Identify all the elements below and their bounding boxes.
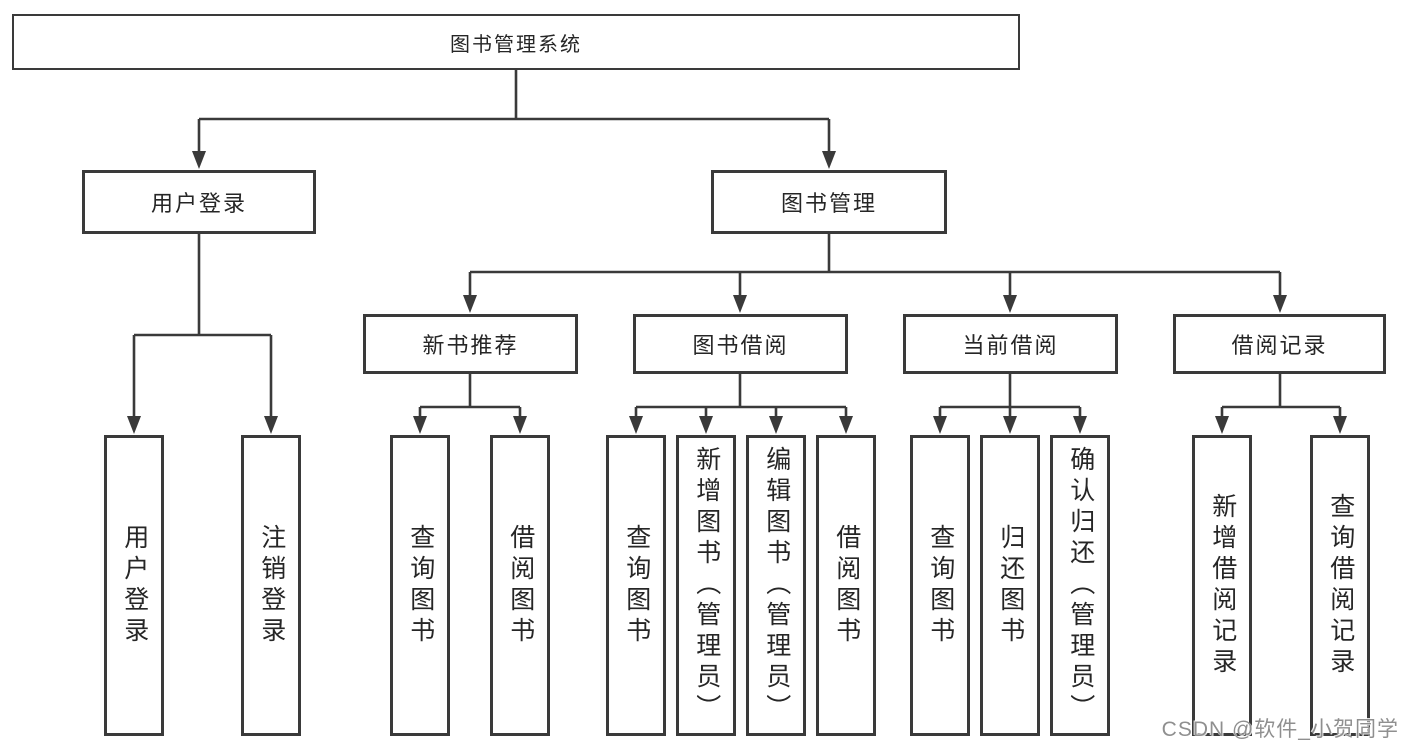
arrowhead-icon bbox=[822, 151, 836, 169]
arrowhead-icon bbox=[629, 416, 643, 434]
node-user-login: 用户登录 bbox=[82, 170, 316, 234]
leaf-borrow-books-borrowing: 借阅图书 bbox=[816, 435, 876, 736]
arrowhead-icon bbox=[1003, 416, 1017, 434]
connector-edge bbox=[940, 374, 1080, 409]
arrowhead-icon bbox=[1333, 416, 1347, 434]
leaf-user-login-label: 用户登录 bbox=[120, 523, 149, 648]
leaf-logout-login-label: 注销登录 bbox=[257, 523, 286, 648]
arrowhead-icon bbox=[933, 416, 947, 434]
node-book-management: 图书管理 bbox=[711, 170, 947, 234]
connector-edge bbox=[199, 70, 829, 121]
leaf-add-books-admin-label: 新增图书（管理员） bbox=[692, 446, 721, 725]
arrowhead-icon bbox=[769, 416, 783, 434]
connector-edge bbox=[1222, 374, 1340, 409]
leaf-query-borrow-record-label: 查询借阅记录 bbox=[1326, 492, 1355, 679]
leaf-return-books: 归还图书 bbox=[980, 435, 1040, 736]
connector-edge bbox=[636, 374, 846, 409]
leaf-confirm-return-admin-label: 确认归还（管理员） bbox=[1066, 446, 1095, 725]
leaf-query-books-recommend: 查询图书 bbox=[390, 435, 450, 736]
leaf-borrow-books-borrowing-label: 借阅图书 bbox=[832, 523, 861, 648]
arrowhead-icon bbox=[1003, 295, 1017, 313]
arrowhead-icon bbox=[1273, 295, 1287, 313]
node-book-borrowing: 图书借阅 bbox=[633, 314, 848, 374]
leaf-query-borrow-record: 查询借阅记录 bbox=[1310, 435, 1370, 736]
arrowhead-icon bbox=[513, 416, 527, 434]
leaf-logout-login: 注销登录 bbox=[241, 435, 301, 736]
leaf-borrow-books-recommend-label: 借阅图书 bbox=[506, 523, 535, 648]
leaf-query-books-current-label: 查询图书 bbox=[926, 523, 955, 648]
leaf-query-books-borrowing-label: 查询图书 bbox=[622, 523, 651, 648]
arrowhead-icon bbox=[839, 416, 853, 434]
arrowhead-icon bbox=[733, 295, 747, 313]
arrowhead-icon bbox=[1215, 416, 1229, 434]
leaf-add-books-admin: 新增图书（管理员） bbox=[676, 435, 736, 736]
node-borrowing-records: 借阅记录 bbox=[1173, 314, 1386, 374]
leaf-borrow-books-recommend: 借阅图书 bbox=[490, 435, 550, 736]
leaf-edit-books-admin: 编辑图书（管理员） bbox=[746, 435, 806, 736]
leaf-add-borrow-record: 新增借阅记录 bbox=[1192, 435, 1252, 736]
arrowhead-icon bbox=[463, 295, 477, 313]
node-current-borrowing: 当前借阅 bbox=[903, 314, 1118, 374]
leaf-edit-books-admin-label: 编辑图书（管理员） bbox=[762, 446, 791, 725]
leaf-return-books-label: 归还图书 bbox=[996, 523, 1025, 648]
leaf-query-books-current: 查询图书 bbox=[910, 435, 970, 736]
arrowhead-icon bbox=[192, 151, 206, 169]
connector-edge bbox=[420, 374, 520, 409]
arrowhead-icon bbox=[264, 416, 278, 434]
arrowhead-icon bbox=[1073, 416, 1087, 434]
arrowhead-icon bbox=[127, 416, 141, 434]
leaf-query-books-borrowing: 查询图书 bbox=[606, 435, 666, 736]
arrowhead-icon bbox=[413, 416, 427, 434]
csdn-watermark: CSDN @软件_小贺同学 bbox=[1161, 718, 1399, 741]
arrowhead-icon bbox=[699, 416, 713, 434]
leaf-add-borrow-record-label: 新增借阅记录 bbox=[1208, 492, 1237, 679]
connector-edge bbox=[470, 234, 1280, 274]
leaf-query-books-recommend-label: 查询图书 bbox=[406, 523, 435, 648]
node-library-system: 图书管理系统 bbox=[12, 14, 1020, 70]
leaf-confirm-return-admin: 确认归还（管理员） bbox=[1050, 435, 1110, 736]
leaf-user-login: 用户登录 bbox=[104, 435, 164, 736]
connector-edge bbox=[134, 234, 271, 337]
node-new-book-recommendation: 新书推荐 bbox=[363, 314, 578, 374]
